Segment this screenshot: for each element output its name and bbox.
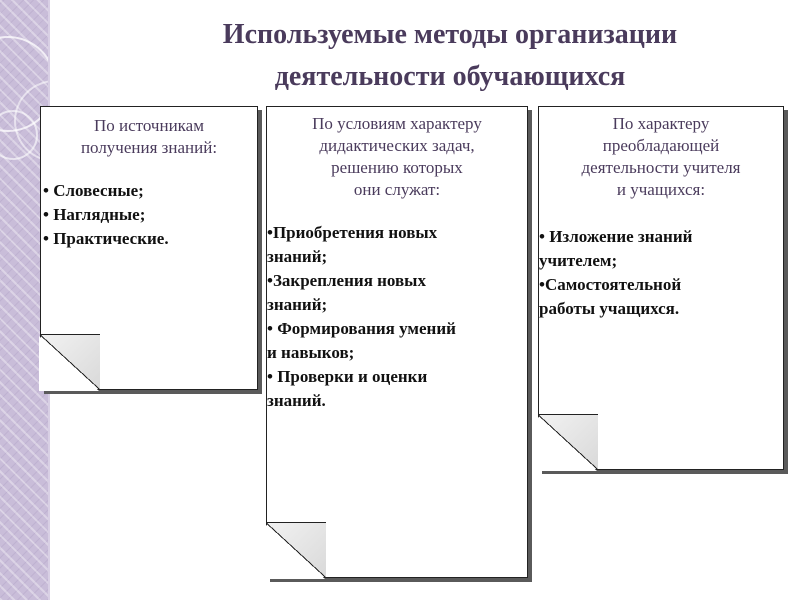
card-list: • Изложение знаний учителем; •Самостояте… [539, 225, 783, 321]
card-list: • Словесные; • Наглядные; • Практические… [43, 179, 257, 251]
card-didactic-tasks: По условиям характеру дидактических зада… [265, 106, 528, 579]
list-item: • Наглядные; [43, 205, 146, 224]
decorative-circle [0, 110, 38, 160]
list-item: • Словесные; [43, 181, 144, 200]
list-item: • Формирования умений и навыков; [267, 319, 456, 362]
list-item: • Практические. [43, 229, 169, 248]
card-sources-of-knowledge: По источникам получения знаний: • Словес… [39, 106, 258, 391]
card-heading: По источникам получения знаний: [80, 116, 218, 157]
list-item: •Самостоятельной работы учащихся. [539, 275, 682, 318]
card-teacher-student-activity: По характеру преобладающей деятельности … [537, 106, 784, 471]
list-item: •Закрепления новых знаний; [267, 271, 426, 314]
card-heading: По условиям характеру дидактических зада… [312, 114, 482, 199]
card-heading: По характеру преобладающей деятельности … [581, 114, 741, 199]
list-item: •Приобретения новых знаний; [267, 223, 438, 266]
slide-title: Используемые методы организации деятельн… [222, 19, 678, 92]
list-item: • Изложение знаний учителем; [539, 227, 693, 270]
list-item: • Проверки и оценки знаний. [267, 367, 428, 410]
card-list: •Приобретения новых знаний; •Закрепления… [267, 221, 527, 413]
